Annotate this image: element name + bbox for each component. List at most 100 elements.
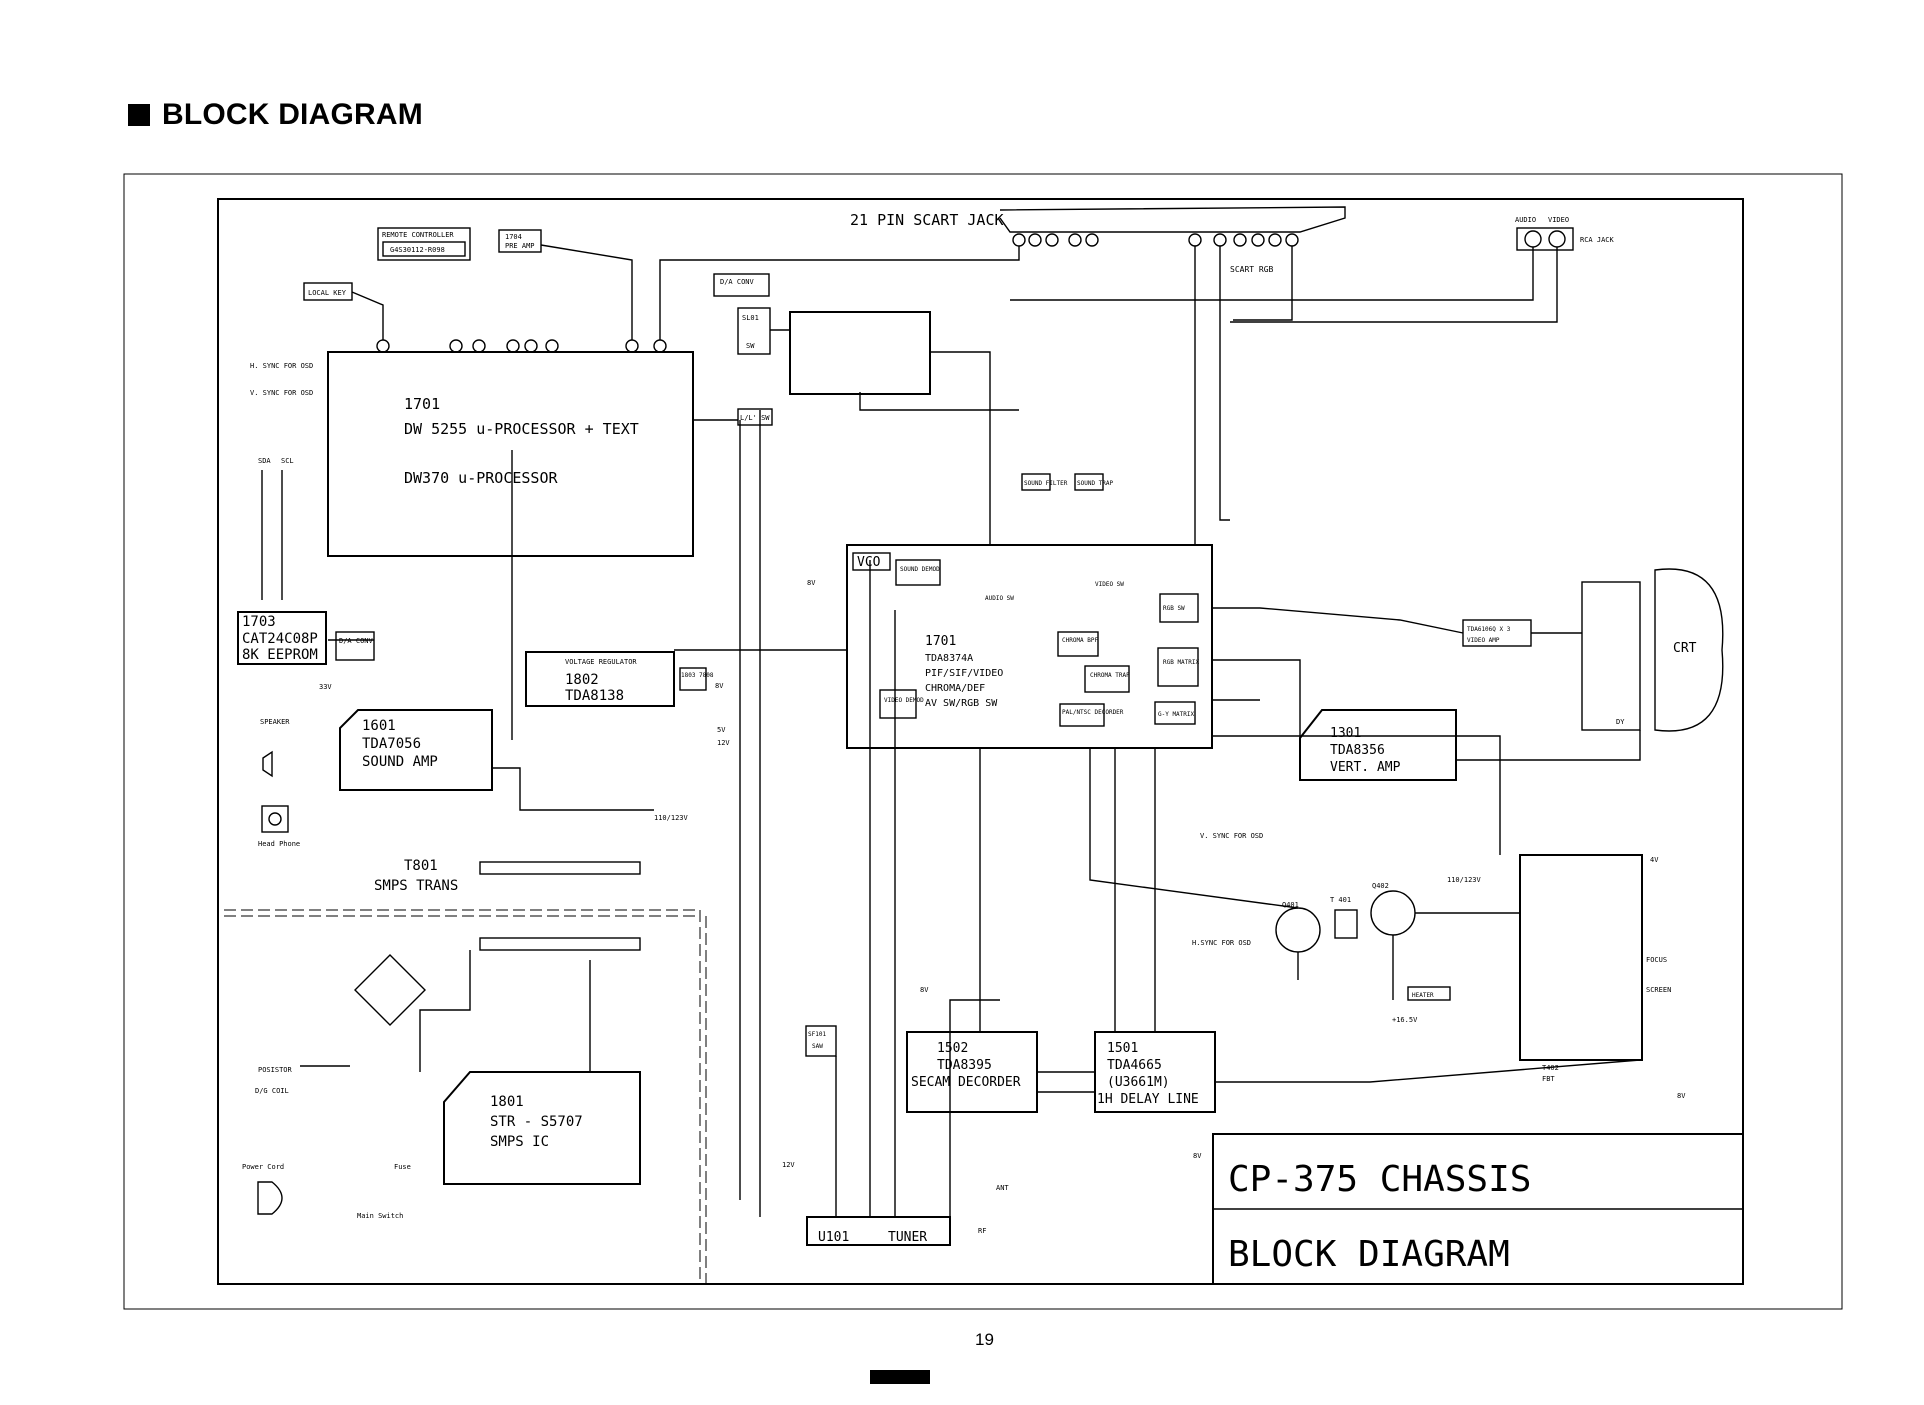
pif-ic: VCO 1701 TDA8374A PIF/SIF/VIDEO CHROMA/D… <box>846 473 1213 749</box>
svg-text:TDA6106Q X 3: TDA6106Q X 3 <box>1467 626 1511 633</box>
pif-l1: PIF/SIF/VIDEO <box>925 668 1003 679</box>
tuner-label: TUNER <box>888 1230 927 1245</box>
scart-label: 21 PIN SCART JACK <box>850 211 1004 229</box>
title-block: CP-375 CHASSIS BLOCK DIAGRAM <box>1212 1133 1744 1285</box>
inner-frame <box>217 198 1744 1285</box>
page-number: 19 <box>975 1330 994 1349</box>
svg-text:H.SYNC FOR OSD: H.SYNC FOR OSD <box>1192 939 1251 947</box>
main-switch-label: Main Switch <box>357 1212 403 1220</box>
preamp-ref: 1704 <box>505 233 522 241</box>
footer-mark <box>870 1370 930 1384</box>
crt: CRT DY <box>1581 568 1724 732</box>
svg-text:FBT: FBT <box>1542 1075 1555 1083</box>
wiring <box>261 244 1641 1217</box>
rca-video-label: VIDEO <box>1548 216 1569 224</box>
eeprom-pn: CAT24C08P <box>242 631 318 647</box>
fuse-label: Fuse <box>394 1163 411 1171</box>
crt-label: CRT <box>1673 641 1697 656</box>
svg-text:D/A CONV: D/A CONV <box>720 278 755 286</box>
rca-jack: AUDIO VIDEO RCA JACK <box>1515 216 1615 251</box>
voltage-regulator: VOLTAGE REGULATOR 1802 TDA8138 1803 7808 <box>525 651 714 707</box>
secam-ref: 1502 <box>937 1041 968 1056</box>
svg-text:110/123V: 110/123V <box>654 814 689 822</box>
vco-label: VCO <box>857 555 881 570</box>
svg-text:33V: 33V <box>319 683 332 691</box>
speaker-label: SPEAKER <box>260 718 290 726</box>
svg-text:VOLTAGE REGULATOR: VOLTAGE REGULATOR <box>565 658 637 666</box>
svg-text:SW: SW <box>746 342 755 350</box>
amp-ref: 1601 <box>362 718 396 734</box>
svg-text:VIDEO DEMOD: VIDEO DEMOD <box>884 697 924 704</box>
t801-label: T801 <box>404 858 438 874</box>
svg-text:8V: 8V <box>1193 1152 1202 1160</box>
vert-name: VERT. AMP <box>1330 760 1401 775</box>
fbt: FOCUS SCREEN T402 FBT 4V +16.5V 110/123V <box>1392 854 1671 1083</box>
svg-text:110/123V: 110/123V <box>1447 876 1482 884</box>
rca-audio-label: AUDIO <box>1515 216 1536 224</box>
vreg-pn: TDA8138 <box>565 688 624 704</box>
delay-pn: TDA4665 <box>1107 1058 1162 1073</box>
svg-text:5V: 5V <box>717 726 726 734</box>
title-line1: CP-375 CHASSIS <box>1228 1159 1531 1200</box>
svg-text:VIDEO SW: VIDEO SW <box>1095 581 1124 588</box>
secam-name: SECAM DECORDER <box>911 1075 1021 1090</box>
sound-amp: 1601 TDA7056 SOUND AMP SPEAKER Head Phon… <box>258 709 493 848</box>
horizontal-output: Q401 Q402 T 401 HEATER H.SYNC FOR OSD V.… <box>1192 832 1451 1001</box>
svg-text:SAW: SAW <box>812 1043 823 1050</box>
delay-name: 1H DELAY LINE <box>1097 1092 1199 1107</box>
svg-text:G-Y MATRIX: G-Y MATRIX <box>1158 711 1195 718</box>
power-plug-icon <box>257 1181 283 1215</box>
amp-name: SOUND AMP <box>362 754 438 770</box>
video-amp: TDA6106Q X 3 VIDEO AMP <box>1462 619 1532 647</box>
smps-trans-label: SMPS TRANS <box>374 878 458 894</box>
da-conv-label: D/A CONV <box>339 637 374 645</box>
vert-pn: TDA8356 <box>1330 743 1385 758</box>
rca-label: RCA JACK <box>1580 236 1615 244</box>
voltage-tags: 8V 5V 12V 33V 110/123V 12V 8V 8V 8V 8V <box>319 579 1686 1169</box>
svg-text:ANT: ANT <box>996 1184 1009 1192</box>
svg-text:RGB MATRIX: RGB MATRIX <box>1163 659 1200 666</box>
svg-text:8V: 8V <box>715 682 724 690</box>
delay-ref: 1501 <box>1107 1041 1138 1056</box>
svg-text:LOCAL KEY: LOCAL KEY <box>308 289 347 297</box>
svg-text:SL01: SL01 <box>742 314 759 322</box>
pif-l2: CHROMA/DEF <box>925 683 985 694</box>
smps-name: SMPS IC <box>490 1134 549 1150</box>
scl-label: SCL <box>281 457 294 465</box>
pif-ref: 1701 <box>925 634 956 649</box>
page-heading: BLOCK DIAGRAM <box>128 98 423 132</box>
smps-transformer: T801 SMPS TRANS <box>374 858 641 951</box>
svg-text:12V: 12V <box>782 1161 795 1169</box>
vert-amp: 1301 TDA8356 VERT. AMP <box>1299 709 1457 781</box>
eeprom-cap: 8K EEPROM <box>242 647 318 663</box>
outer-frame <box>123 173 1843 1310</box>
svg-text:+16.5V: +16.5V <box>1392 1016 1418 1024</box>
svg-text:VIDEO AMP: VIDEO AMP <box>1467 637 1500 644</box>
svg-text:PAL/NTSC DECORDER: PAL/NTSC DECORDER <box>1062 709 1124 716</box>
svg-text:4V: 4V <box>1650 856 1659 864</box>
svg-text:RF: RF <box>978 1227 986 1235</box>
scart-pins <box>1012 233 1299 247</box>
smps-ref: 1801 <box>490 1094 524 1110</box>
pif-pn: TDA8374A <box>925 653 973 664</box>
bridge-rectifier-icon <box>354 954 426 1026</box>
secam-decoder: 1502 TDA8395 SECAM DECORDER <box>906 1031 1038 1113</box>
delay-line: 1501 TDA4665 (U3661M) 1H DELAY LINE <box>1094 1031 1216 1113</box>
sl01-switch: SL01 SW D/A CONV L/L' SW <box>713 273 931 426</box>
svg-text:Q402: Q402 <box>1372 882 1389 890</box>
local-key: LOCAL KEY <box>303 282 353 301</box>
svg-text:8V: 8V <box>807 579 816 587</box>
svg-text:Q401: Q401 <box>1282 901 1299 909</box>
svg-text:SCREEN: SCREEN <box>1646 986 1671 994</box>
remote-controller: REMOTE CONTROLLER G4S30112-R098 1704 PRE… <box>377 227 542 261</box>
bullet-square-icon <box>128 104 150 126</box>
title-line2: BLOCK DIAGRAM <box>1228 1234 1510 1275</box>
tuner: U101 TUNER ANT RF <box>806 1184 1009 1246</box>
headphone-jack-icon <box>261 805 289 833</box>
saw-filter: SF101 SAW <box>805 1025 837 1057</box>
eeprom-block: 1703 CAT24C08P 8K EEPROM D/A CONV <box>237 611 375 665</box>
vsync-osd-label: V. SYNC FOR OSD <box>250 389 313 397</box>
svg-text:T 401: T 401 <box>1330 896 1351 904</box>
svg-text:8V: 8V <box>920 986 929 994</box>
